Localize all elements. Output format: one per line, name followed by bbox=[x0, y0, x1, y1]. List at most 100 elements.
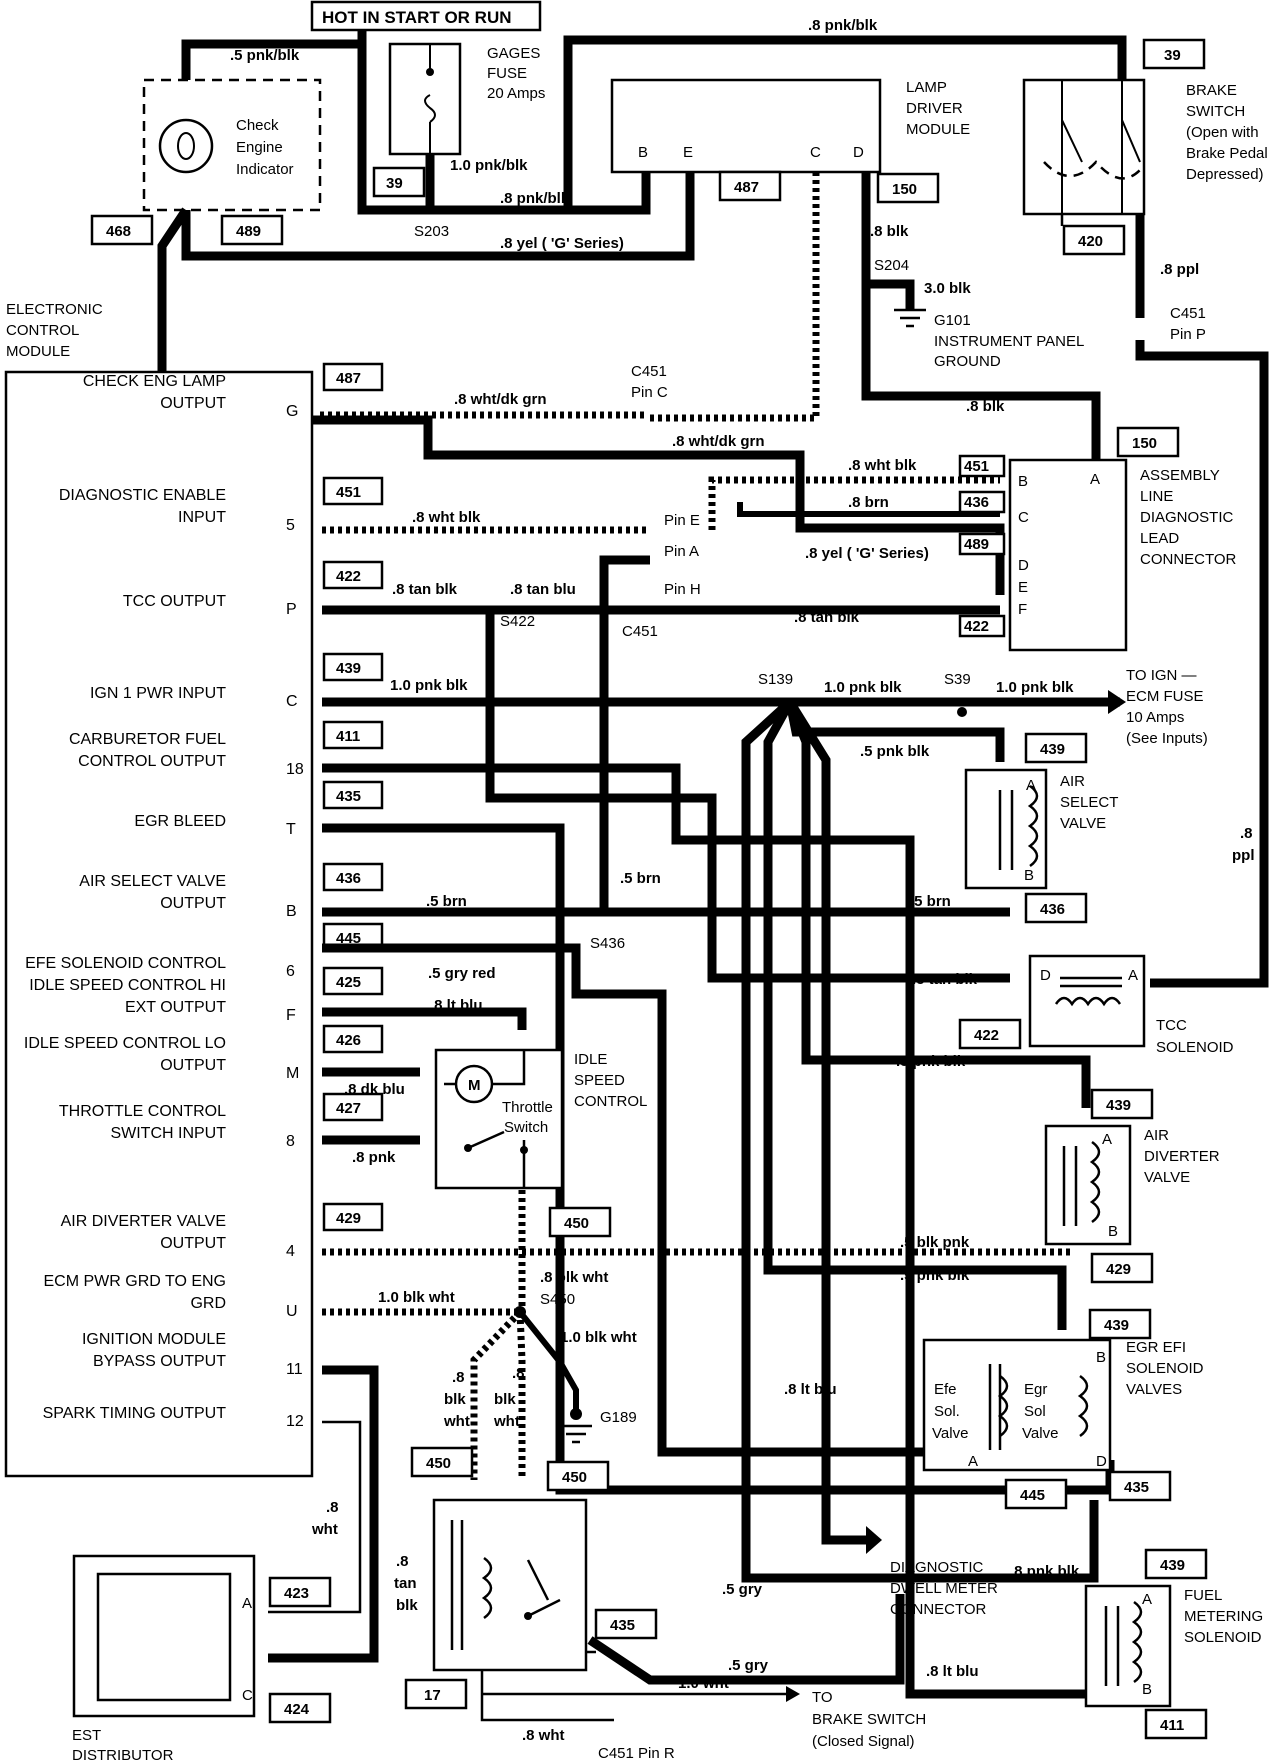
splice-dot bbox=[514, 1306, 526, 1318]
gages-fuse-label: GAGES bbox=[487, 45, 540, 62]
aldl-label: DIAGNOSTIC bbox=[1140, 509, 1234, 526]
wire-label: .5 brn bbox=[620, 870, 661, 887]
circuit-39: 39 bbox=[386, 175, 403, 192]
solenoid-core-icon bbox=[1060, 976, 1122, 988]
wire-pnk-blk-egr bbox=[763, 699, 1067, 1330]
circuit-435: 435 bbox=[610, 1617, 635, 1634]
aldl-label: LEAD bbox=[1140, 530, 1179, 547]
ecm-pin-id: U bbox=[286, 1303, 298, 1320]
circuit-422: 422 bbox=[974, 1027, 999, 1044]
wire-yel-aldl bbox=[157, 207, 1005, 595]
wire-label: .5 pnk blk bbox=[860, 743, 930, 760]
ecm-pin-id: C bbox=[286, 693, 298, 710]
wire-wht-bottom bbox=[480, 1670, 614, 1722]
wire-label: blk bbox=[444, 1391, 466, 1408]
check-engine-label: Check bbox=[236, 117, 279, 134]
isc-label: SPEED bbox=[574, 1072, 625, 1089]
circuit-150: 150 bbox=[1132, 435, 1157, 452]
egr-efe-label: SOLENOID bbox=[1126, 1360, 1204, 1377]
idle-speed-control-box bbox=[434, 1048, 564, 1190]
efe-valve-label: Valve bbox=[932, 1425, 968, 1442]
ecm-pin-label: CARBURETOR FUEL bbox=[69, 731, 226, 748]
wire-label: .8 ppl bbox=[1160, 261, 1199, 278]
ecm-pin-label: AIR SELECT VALVE bbox=[79, 873, 226, 890]
ecm-circuit-number: 427 bbox=[336, 1100, 361, 1117]
splice-s436: S436 bbox=[590, 935, 625, 952]
wire-label: 1.0 pnk blk bbox=[390, 677, 468, 694]
wire-label: wht bbox=[493, 1413, 520, 1430]
wire-label: .8 bbox=[396, 1553, 409, 1570]
ecm-pin-label: EXT OUTPUT bbox=[125, 999, 226, 1016]
wire-label: .5 blk pnk bbox=[900, 1234, 970, 1251]
aldl-pin-b: B bbox=[1018, 473, 1028, 490]
ecm-label: ELECTRONIC bbox=[6, 301, 103, 318]
aldl-label: CONNECTOR bbox=[1140, 551, 1237, 568]
solenoid-coil-icon bbox=[1027, 784, 1039, 868]
circuit-450: 450 bbox=[426, 1455, 451, 1472]
ecm-pin-label: OUTPUT bbox=[160, 895, 226, 912]
circuit-451: 451 bbox=[964, 458, 989, 475]
valve-pin-d: D bbox=[1096, 1453, 1107, 1470]
air-select-label: VALVE bbox=[1060, 815, 1106, 832]
circuit-box bbox=[268, 1576, 332, 1608]
wire-8-pnk-blk-lamp bbox=[430, 172, 651, 215]
circuit-422: 422 bbox=[964, 618, 989, 635]
brake-switch-bottom-label: TO bbox=[812, 1689, 833, 1706]
circuit-39: 39 bbox=[1164, 47, 1181, 64]
egr-valve-label: Valve bbox=[1022, 1425, 1058, 1442]
wire-label: .8 wht bbox=[522, 1727, 565, 1744]
brake-switch-label: BRAKE bbox=[1186, 82, 1237, 99]
aldl-pin-d: D bbox=[1018, 557, 1029, 574]
ecm-pin-id: G bbox=[286, 403, 298, 420]
circuit-450: 450 bbox=[564, 1215, 589, 1232]
ecm-circuit-number: 435 bbox=[336, 788, 361, 805]
relay-terminal-icon bbox=[524, 1612, 532, 1620]
wire-8-pnk-blk-top bbox=[563, 35, 1127, 210]
ecm-pin-label: OUTPUT bbox=[160, 395, 226, 412]
ecm-circuit-number: 422 bbox=[336, 568, 361, 585]
wire-label: tan bbox=[394, 1575, 417, 1592]
solenoid-core-icon bbox=[998, 790, 1014, 870]
circuit-17: 17 bbox=[424, 1687, 441, 1704]
wire-label: 1.0 pnk blk bbox=[996, 679, 1074, 696]
brake-switch-note: (Open with bbox=[1186, 124, 1259, 141]
connector-pin-e: Pin E bbox=[664, 512, 700, 529]
circuit-box bbox=[322, 966, 384, 996]
circuit-450: 450 bbox=[562, 1469, 587, 1486]
check-engine-label: Indicator bbox=[236, 161, 294, 178]
wire-5-pnk-blk bbox=[181, 39, 362, 80]
wire-label: .5 pnk/blk bbox=[230, 47, 300, 64]
ecm-pin-id: M bbox=[286, 1065, 299, 1082]
ecm-pin-label: THROTTLE CONTROL bbox=[59, 1103, 226, 1120]
air-diverter-valve-box bbox=[1044, 1124, 1132, 1246]
wire-label: .8 yel ( 'G' Series) bbox=[500, 235, 624, 252]
est-pin-a: A bbox=[242, 1595, 252, 1612]
wire-hot-feed bbox=[357, 30, 435, 215]
est-label: DISTRIBUTOR bbox=[72, 1747, 174, 1760]
circuit-487: 487 bbox=[734, 179, 759, 196]
wire-label: .8 pnk bbox=[352, 1149, 396, 1166]
circuit-box bbox=[322, 652, 384, 682]
wire-brn-aldl bbox=[737, 502, 1000, 517]
wire-blk-wht-ground bbox=[517, 1310, 579, 1416]
lamp-driver-module-box bbox=[610, 78, 882, 174]
ecm-circuit-number: 425 bbox=[336, 974, 361, 991]
splice-s203: S203 bbox=[414, 223, 449, 240]
wire-label: .5 brn bbox=[426, 893, 467, 910]
circuit-439: 439 bbox=[1160, 1557, 1185, 1574]
wire-label: 1.0 blk wht bbox=[560, 1329, 637, 1346]
brake-switch-label: SWITCH bbox=[1186, 103, 1245, 120]
wire-label: .5 pnk blk bbox=[896, 1053, 966, 1070]
solenoid-core-icon bbox=[1062, 1146, 1078, 1226]
wire-label: .8 tan blu bbox=[510, 581, 576, 598]
wire-efe bbox=[322, 943, 993, 1460]
ecm-circuit-number: 429 bbox=[336, 1210, 361, 1227]
wire-label: .8 lt blu bbox=[926, 1663, 979, 1680]
valve-pin-a: A bbox=[1142, 1591, 1152, 1608]
wire-label: .8 bbox=[512, 1365, 525, 1382]
circuit-box bbox=[322, 1092, 384, 1122]
valve-pin-a: A bbox=[1102, 1131, 1112, 1148]
switch-contact-icon bbox=[520, 1146, 528, 1154]
indicator-lamp-icon bbox=[158, 118, 214, 174]
ground-g101-icon bbox=[894, 308, 926, 328]
